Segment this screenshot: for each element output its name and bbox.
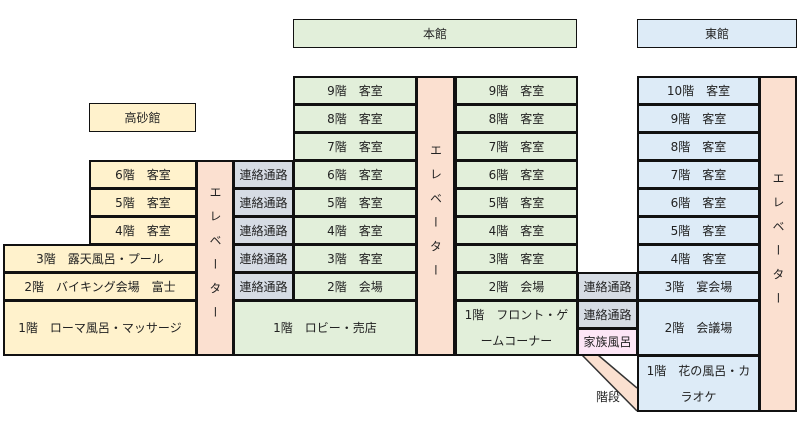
stairs-label: 階段	[596, 390, 621, 404]
east-floor: 7階 客室	[637, 160, 760, 189]
main-right-floor: 2階 会場	[455, 272, 578, 301]
east-floor: 1階 花の風呂・カラオケ	[637, 355, 760, 412]
main-left-floor: 7階 客室	[293, 132, 417, 161]
east-floor: 8階 客室	[637, 132, 760, 161]
main-left-floor: 9階 客室	[293, 76, 417, 105]
takasago-floor: 6階 客室	[89, 160, 197, 189]
east-floor: 6階 客室	[637, 188, 760, 217]
family-bath: 家族風呂	[577, 328, 638, 356]
connecting-corridor: 連絡通路	[233, 244, 294, 273]
main-left-floor: 1階 ロビー・売店	[233, 300, 417, 356]
takasago-floor: 4階 客室	[89, 216, 197, 245]
main-right-floor: 5階 客室	[455, 188, 578, 217]
east-elevator: エレベーター	[759, 76, 797, 412]
main-right-floor: 7階 客室	[455, 132, 578, 161]
main-left-floor: 6階 客室	[293, 160, 417, 189]
connecting-corridor: 連絡通路	[233, 272, 294, 301]
east-floor: 9階 客室	[637, 104, 760, 133]
takasago-floor: 5階 客室	[89, 188, 197, 217]
east-floor: 10階 客室	[637, 76, 760, 105]
takasago-elevator: エレベーター	[196, 160, 234, 356]
east-floor: 2階 会議場	[637, 300, 760, 356]
connecting-corridor: 連絡通路	[233, 216, 294, 245]
connecting-corridor: 連絡通路	[233, 188, 294, 217]
main-right-floor: 1階 フロント・ゲームコーナー	[455, 300, 578, 356]
connecting-corridor: 連絡通路	[233, 160, 294, 189]
main-elevator: エレベーター	[416, 76, 455, 356]
east-floor: 3階 宴会場	[637, 272, 760, 301]
connecting-corridor: 連絡通路	[577, 300, 638, 329]
main-right-floor: 9階 客室	[455, 76, 578, 105]
connecting-corridor: 連絡通路	[577, 272, 638, 301]
main-left-floor: 3階 客室	[293, 244, 417, 273]
main-right-floor: 3階 客室	[455, 244, 578, 273]
main-left-floor: 4階 客室	[293, 216, 417, 245]
main-left-floor: 2階 会場	[293, 272, 417, 301]
east-building-header: 東館	[637, 19, 797, 48]
takasago-floor: 1階 ローマ風呂・マッサージ	[3, 300, 197, 356]
east-floor: 5階 客室	[637, 216, 760, 245]
main-building-header: 本館	[293, 19, 577, 48]
main-right-floor: 6階 客室	[455, 160, 578, 189]
main-right-floor: 4階 客室	[455, 216, 578, 245]
main-left-floor: 5階 客室	[293, 188, 417, 217]
main-left-floor: 8階 客室	[293, 104, 417, 133]
takasago-floor: 3階 露天風呂・プール	[3, 244, 197, 273]
takasago-floor: 2階 バイキング会場 富士	[3, 272, 197, 301]
east-floor: 4階 客室	[637, 244, 760, 273]
main-right-floor: 8階 客室	[455, 104, 578, 133]
takasago-building-header: 高砂館	[89, 103, 196, 132]
